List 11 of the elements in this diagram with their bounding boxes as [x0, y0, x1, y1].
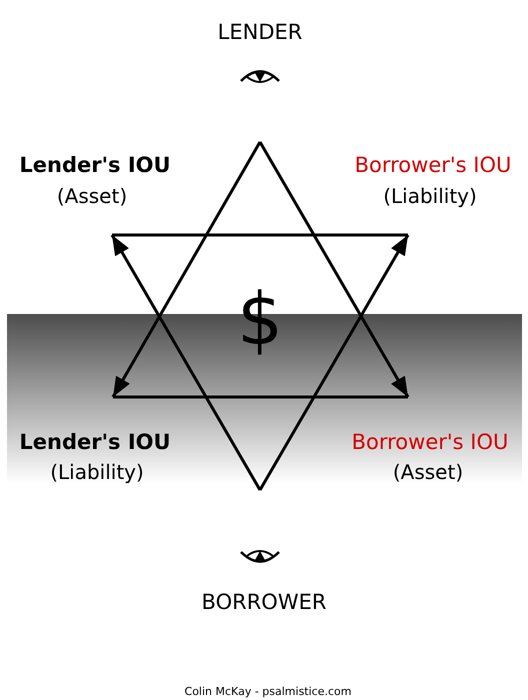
- account-label: Borrower's IOU: [354, 155, 512, 176]
- account-type-label: (Liability): [50, 462, 144, 482]
- account-label: Lender's IOU: [19, 432, 171, 453]
- account-type-label: (Liability): [383, 186, 477, 206]
- account-type-label: (Asset): [56, 186, 128, 206]
- party-label: LENDER: [218, 22, 302, 43]
- credit-text: Colin McKay - psalmistice.com: [184, 686, 352, 697]
- account-type-label: (Asset): [392, 462, 464, 482]
- account-label: Borrower's IOU: [352, 432, 508, 453]
- account-label: Lender's IOU: [19, 155, 171, 176]
- party-label: BORROWER: [202, 592, 326, 613]
